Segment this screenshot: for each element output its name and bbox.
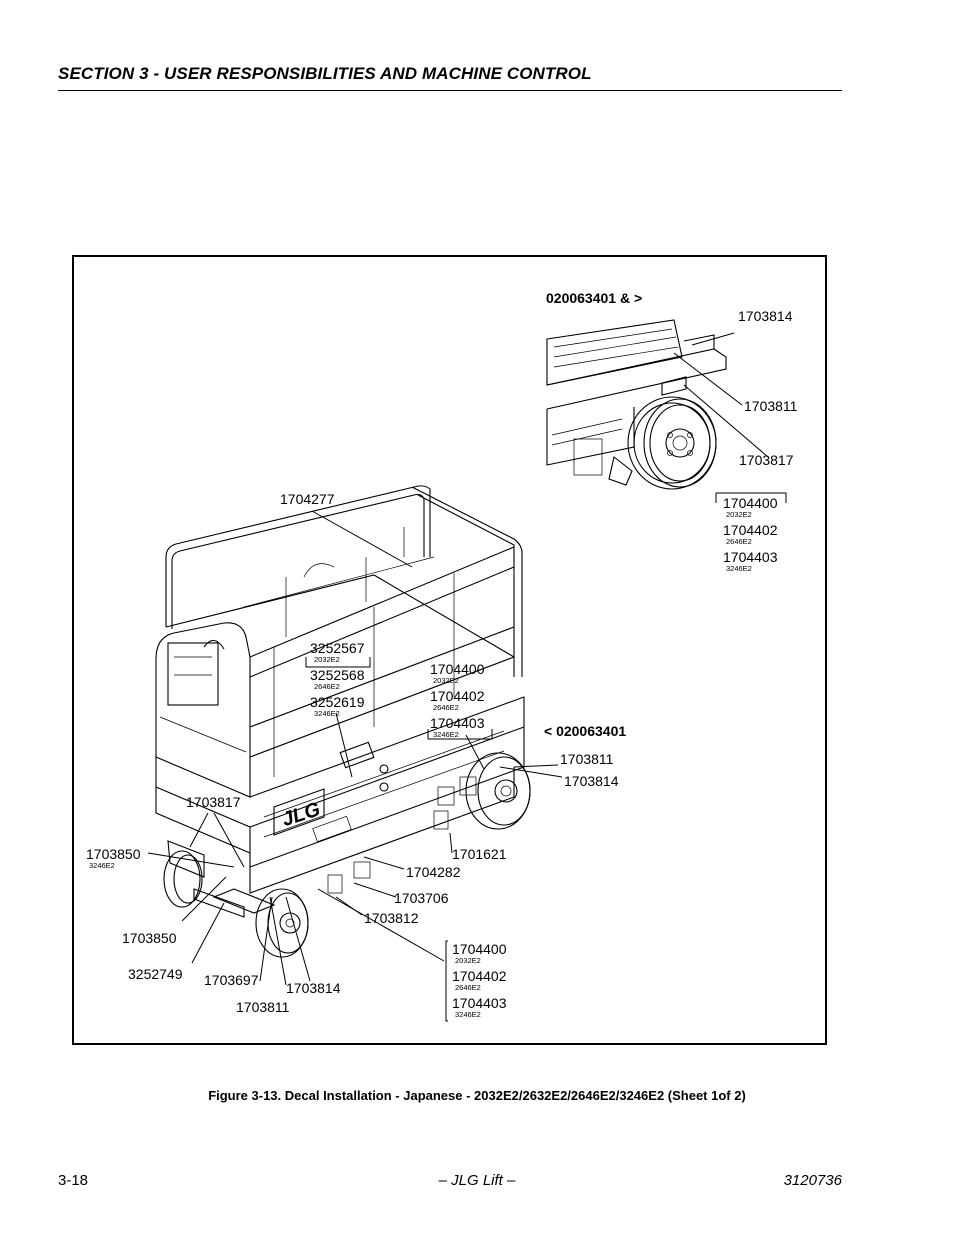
- model-label: 3246E2: [455, 1010, 481, 1019]
- callout-1703817-top: 1703817: [739, 452, 794, 468]
- model-label: 3246E2: [433, 730, 459, 739]
- callout-1704403-bottom: 1704403: [452, 995, 507, 1011]
- model-label: 3246E2: [726, 564, 752, 573]
- inset-drawing: [546, 319, 727, 490]
- callout-3252749: 3252749: [128, 966, 183, 982]
- callout-1704400-mid: 1704400: [430, 661, 485, 677]
- callout-1704277: 1704277: [280, 491, 335, 507]
- model-label: 2646E2: [455, 983, 481, 992]
- main-serial-label: < 020063401: [544, 723, 626, 739]
- callout-1703811-top: 1703811: [744, 398, 798, 414]
- callout-1703811-bottom: 1703811: [236, 999, 290, 1015]
- callout-1703814-mid: 1703814: [564, 773, 619, 789]
- model-label: 2032E2: [455, 956, 481, 965]
- figure-frame: JLG: [72, 255, 827, 1045]
- model-label: 2646E2: [433, 703, 459, 712]
- callout-1701621: 1701621: [452, 846, 507, 862]
- model-label: 2646E2: [314, 682, 340, 691]
- callout-1704403-top: 1704403: [723, 549, 778, 565]
- model-label: 3246E2: [314, 709, 340, 718]
- section-title: SECTION 3 - USER RESPONSIBILITIES AND MA…: [58, 64, 592, 83]
- model-label: 3246E2: [89, 861, 115, 870]
- callout-1703850-bottom: 1703850: [122, 930, 177, 946]
- leader-lines: [147, 332, 787, 1022]
- model-label: 2032E2: [433, 676, 459, 685]
- callout-1704402-top: 1704402: [723, 522, 778, 538]
- callout-1704402-mid: 1704402: [430, 688, 485, 704]
- callout-1704400-top: 1704400: [723, 495, 778, 511]
- document-number: 3120736: [783, 1172, 842, 1189]
- callout-1703811-mid: 1703811: [560, 751, 614, 767]
- inset-serial-label: 020063401 & >: [546, 290, 642, 306]
- header-rule: [58, 90, 842, 91]
- model-label: 2032E2: [314, 655, 340, 664]
- callout-1704402-bottom: 1704402: [452, 968, 507, 984]
- callout-3252619: 3252619: [310, 694, 365, 710]
- callout-1704403-mid: 1704403: [430, 715, 485, 731]
- figure-caption: Figure 3-13. Decal Installation - Japane…: [208, 1088, 746, 1103]
- model-label: 2646E2: [726, 537, 752, 546]
- callout-1704282: 1704282: [406, 864, 461, 880]
- callout-1703814-top: 1703814: [738, 308, 793, 324]
- callout-1703817-left: 1703817: [186, 794, 241, 810]
- callout-3252568: 3252568: [310, 667, 365, 683]
- model-label: 2032E2: [726, 510, 752, 519]
- callout-1704400-bottom: 1704400: [452, 941, 507, 957]
- callout-1703812: 1703812: [364, 910, 419, 926]
- decal-drawing: JLG: [86, 290, 798, 1022]
- callout-1703814-bottom: 1703814: [286, 980, 341, 996]
- page-number: 3-18: [58, 1172, 89, 1189]
- callout-3252567: 3252567: [310, 640, 365, 656]
- footer-publisher: – JLG Lift –: [438, 1172, 516, 1189]
- callout-1703697: 1703697: [204, 972, 259, 988]
- callout-1703850-top: 1703850: [86, 846, 141, 862]
- callout-labels: 020063401 & > 1703814 1703811 1703817 17…: [86, 290, 798, 1019]
- callout-1703706: 1703706: [394, 890, 449, 906]
